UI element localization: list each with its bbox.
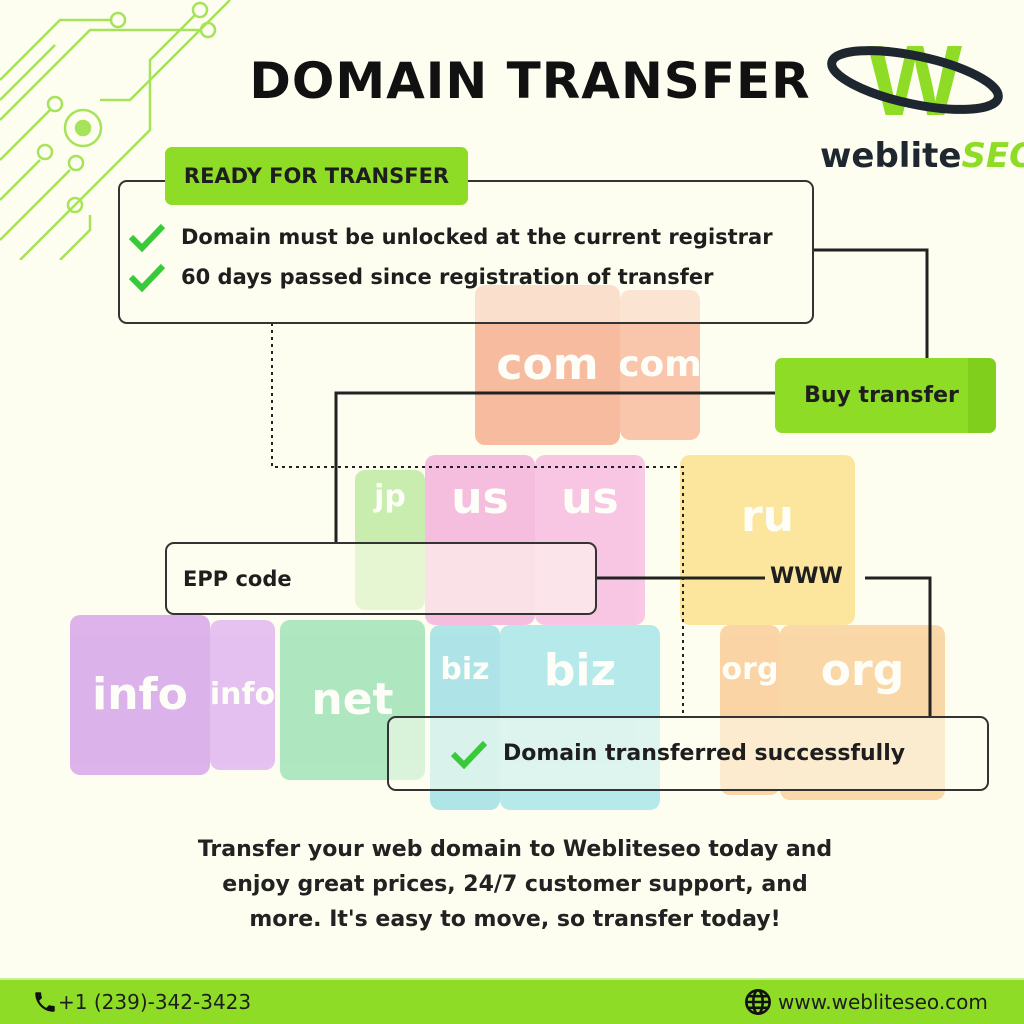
connector-buy-to-epp bbox=[334, 391, 775, 542]
description-line: enjoy great prices, 24/7 customer suppor… bbox=[222, 872, 808, 897]
epp-code-label: EPP code bbox=[183, 566, 292, 591]
success-box: Domain transferred successfully bbox=[387, 716, 989, 791]
ready-for-transfer-label: READY FOR TRANSFER bbox=[165, 147, 468, 205]
website-url: www.webliteseo.com bbox=[778, 990, 988, 1014]
checklist-text: Domain must be unlocked at the current r… bbox=[181, 225, 773, 249]
buy-transfer-button[interactable]: Buy transfer bbox=[775, 358, 996, 433]
connector-ready-to-buy bbox=[813, 248, 929, 358]
description: Transfer your web domain to Webliteseo t… bbox=[0, 832, 1024, 937]
epp-code-box: EPP code bbox=[165, 542, 597, 615]
checkmark-icon bbox=[450, 740, 488, 769]
footer-phone[interactable]: +1 (239)-342-3423 bbox=[32, 988, 251, 1016]
checklist-text: 60 days passed since registration of tra… bbox=[181, 265, 714, 289]
checklist-item: Domain must be unlocked at the current r… bbox=[127, 222, 773, 252]
buy-transfer-label: Buy transfer bbox=[804, 383, 959, 408]
circuit-decoration bbox=[0, 0, 231, 260]
logo-mark-icon: W bbox=[827, 25, 1003, 137]
description-line: more. It's easy to move, so transfer tod… bbox=[249, 907, 781, 932]
logo: W webliteSEO bbox=[820, 20, 1024, 176]
cube-info-side: info bbox=[210, 620, 275, 770]
success-label: Domain transferred successfully bbox=[503, 741, 906, 766]
connector-www-to-success bbox=[865, 576, 932, 716]
phone-icon bbox=[35, 992, 55, 1012]
checkmark-icon bbox=[128, 263, 166, 292]
footer: +1 (239)-342-3423 www.webliteseo.com bbox=[0, 978, 1024, 1024]
connector-dotted bbox=[271, 323, 684, 716]
globe-icon bbox=[745, 989, 771, 1015]
checkmark-icon bbox=[128, 223, 166, 252]
logo-accent: SEO bbox=[961, 136, 1024, 176]
page-title: DOMAIN TRANSFER bbox=[249, 52, 811, 110]
www-label: WWW bbox=[770, 564, 843, 589]
description-line: Transfer your web domain to Webliteseo t… bbox=[197, 837, 833, 862]
cube-ru: ru bbox=[680, 455, 855, 625]
svg-text:W: W bbox=[868, 25, 963, 130]
checklist-item: 60 days passed since registration of tra… bbox=[127, 262, 713, 292]
logo-text: weblite bbox=[820, 136, 962, 176]
phone-number: +1 (239)-342-3423 bbox=[58, 990, 252, 1014]
cube-info: info bbox=[70, 615, 210, 775]
footer-website[interactable]: www.webliteseo.com bbox=[744, 988, 988, 1016]
